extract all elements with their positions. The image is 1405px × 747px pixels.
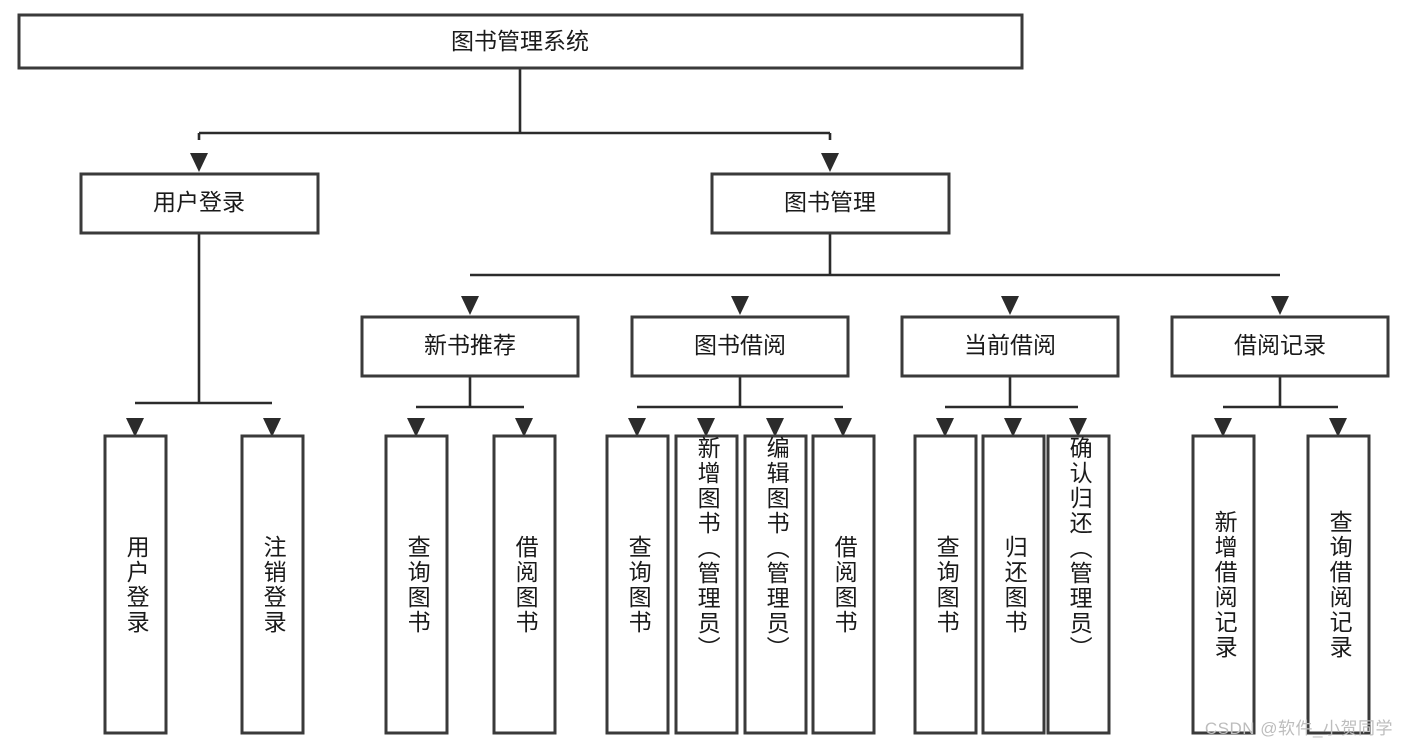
- node-current-borrow[interactable]: 当前借阅: [900, 315, 1120, 378]
- arrow-to-leaf-query-book-2: [628, 418, 646, 437]
- node-root-book-management-system[interactable]: 图书管理系统: [17, 13, 1024, 70]
- leaf-box-query-book-3[interactable]: [913, 434, 978, 735]
- arrow-to-leaf-borrow-book-1: [515, 418, 533, 437]
- leaf-box-borrow-book-2[interactable]: [811, 434, 876, 735]
- arrow-to-leaf-user-login: [126, 418, 144, 437]
- leaf-box-query-book-1[interactable]: [384, 434, 449, 735]
- arrow-to-book-borrow: [731, 296, 749, 315]
- leaf-box-user-login[interactable]: [103, 434, 168, 735]
- node-book-borrow[interactable]: 图书借阅: [630, 315, 850, 378]
- node-new-book-recommend[interactable]: 新书推荐: [360, 315, 580, 378]
- connector-currentborrow-to-leaves: [936, 376, 1087, 437]
- arrow-to-leaf-add-book: [697, 418, 715, 437]
- leaf-box-edit-book[interactable]: [743, 434, 808, 735]
- connector-bookmanage-to-level3: [461, 233, 1289, 315]
- node-current-borrow-label: 当前借阅: [964, 332, 1056, 358]
- connector-root-to-level2: [190, 68, 839, 172]
- node-book-borrow-label: 图书借阅: [694, 332, 786, 358]
- arrow-to-leaf-logout: [263, 418, 281, 437]
- arrow-to-leaf-borrow-book-2: [834, 418, 852, 437]
- node-borrow-record[interactable]: 借阅记录: [1170, 315, 1390, 378]
- arrow-to-book-manage: [821, 153, 839, 172]
- connector-bookborrow-to-leaves: [628, 376, 852, 437]
- node-book-management-label: 图书管理: [784, 189, 876, 215]
- leaf-box-query-book-2[interactable]: [605, 434, 670, 735]
- arrow-to-leaf-query-book-3: [936, 418, 954, 437]
- leaf-box-logout[interactable]: [240, 434, 305, 735]
- arrow-to-leaf-query-book-1: [407, 418, 425, 437]
- node-user-login[interactable]: 用户登录: [79, 172, 320, 235]
- connector-newbook-to-leaves: [407, 376, 533, 437]
- arrow-to-borrow-record: [1271, 296, 1289, 315]
- leaf-box-add-record[interactable]: [1191, 434, 1256, 735]
- arrow-to-user-login: [190, 153, 208, 172]
- leaf-box-query-record[interactable]: [1306, 434, 1371, 735]
- arrow-to-leaf-return-book: [1004, 418, 1022, 437]
- arrow-to-new-book-recommend: [461, 296, 479, 315]
- node-root-label: 图书管理系统: [451, 28, 589, 54]
- connector-borrowrecord-to-leaves: [1214, 376, 1347, 437]
- connector-userlogin-to-leaves: [126, 233, 281, 437]
- arrow-to-leaf-edit-book: [766, 418, 784, 437]
- leaf-box-confirm-return[interactable]: [1046, 434, 1111, 735]
- arrow-to-leaf-query-record: [1329, 418, 1347, 437]
- node-new-book-recommend-label: 新书推荐: [424, 332, 516, 358]
- leaf-box-add-book[interactable]: [674, 434, 739, 735]
- node-user-login-label: 用户登录: [153, 189, 245, 215]
- node-book-management[interactable]: 图书管理: [710, 172, 951, 235]
- leaf-box-return-book[interactable]: [981, 434, 1046, 735]
- arrow-to-leaf-add-record: [1214, 418, 1232, 437]
- arrow-to-leaf-confirm-return: [1069, 418, 1087, 437]
- arrow-to-current-borrow: [1001, 296, 1019, 315]
- leaf-box-borrow-book-1[interactable]: [492, 434, 557, 735]
- node-borrow-record-label: 借阅记录: [1234, 332, 1326, 358]
